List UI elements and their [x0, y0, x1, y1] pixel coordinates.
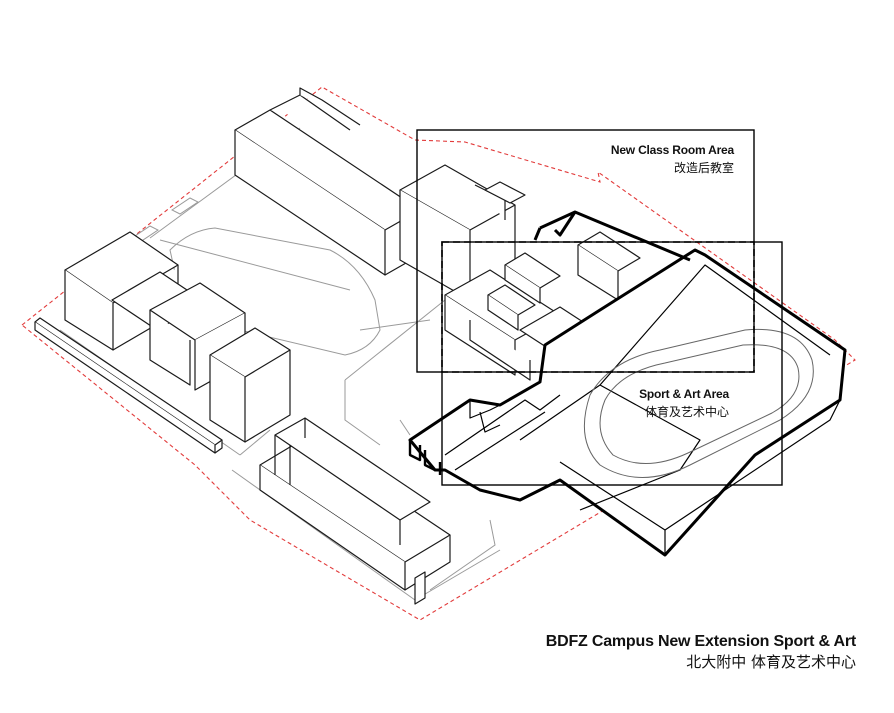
area-frames — [416, 129, 783, 486]
buildings — [34, 87, 641, 605]
sport-area-label-zh: 体育及艺术中心 — [644, 405, 729, 419]
caption-title: BDFZ Campus New Extension Sport & Art — [545, 633, 856, 650]
classroom-area-label-en: New Class Room Area — [610, 143, 734, 157]
sport-art-building — [408, 210, 847, 557]
caption-subtitle: 北大附中 体育及艺术中心 — [686, 653, 856, 671]
overlap-dashed-frame — [441, 241, 755, 373]
classroom-area-label-zh: 改造后教室 — [673, 161, 734, 175]
sport-area-label-en: Sport & Art Area — [639, 387, 729, 401]
diagram-caption: BDFZ Campus New Extension Sport & Art 北大… — [546, 632, 856, 672]
site-boundary — [21, 86, 856, 621]
sport-area-label: Sport & Art Area 体育及艺术中心 — [639, 385, 729, 421]
classroom-area-label: New Class Room Area 改造后教室 — [611, 141, 734, 177]
